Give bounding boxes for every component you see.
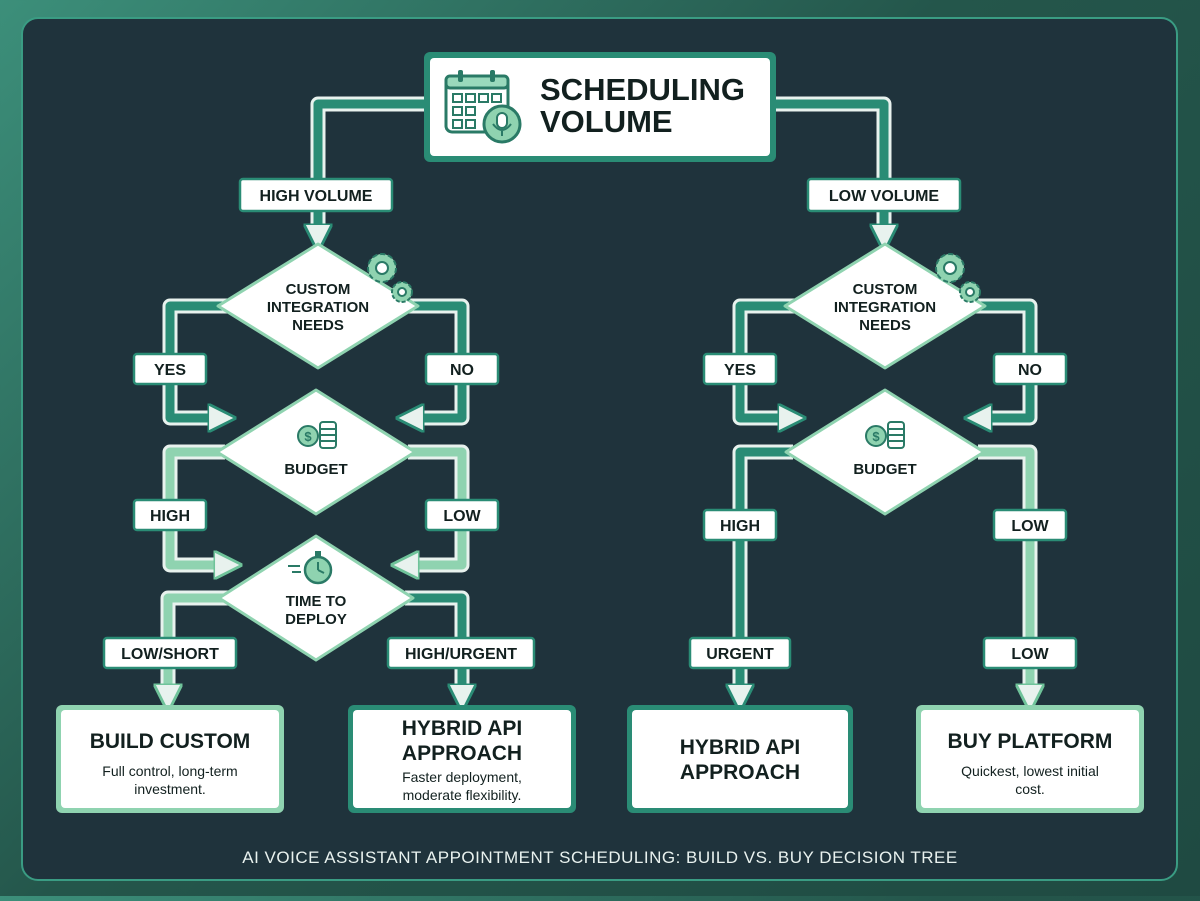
- left-decision-budget: BUDGET $: [215, 388, 417, 516]
- svg-text:URGENT: URGENT: [706, 646, 774, 663]
- svg-text:DEPLOY: DEPLOY: [285, 611, 347, 628]
- root-title-line2: VOLUME: [540, 104, 673, 139]
- right-tag-budget-high: HIGH: [702, 508, 778, 542]
- svg-text:LOW: LOW: [1011, 646, 1049, 663]
- outcome-build-custom: BUILD CUSTOM Full control, long-term inv…: [56, 705, 284, 813]
- right-tag-urgent: URGENT: [688, 636, 792, 670]
- left-tag-high-urgent: HIGH/URGENT: [386, 636, 536, 670]
- svg-text:NO: NO: [1018, 362, 1042, 379]
- svg-text:YES: YES: [154, 362, 186, 379]
- money-coins-icon: $: [297, 421, 337, 449]
- calendar-microphone-icon: [444, 70, 522, 144]
- svg-text:LOW/SHORT: LOW/SHORT: [121, 646, 219, 663]
- branch-tag-high-volume: HIGH VOLUME: [238, 177, 394, 213]
- right-decision-budget: BUDGET $: [784, 388, 986, 516]
- branch-tag-low-volume: LOW VOLUME: [806, 177, 962, 213]
- money-coins-icon: $: [865, 421, 905, 449]
- root-title-line1: SCHEDULING: [540, 72, 745, 107]
- svg-text:Faster deployment,: Faster deployment,: [402, 769, 522, 785]
- footer-caption: AI VOICE ASSISTANT APPOINTMENT SCHEDULIN…: [242, 848, 957, 867]
- svg-text:TIME TO: TIME TO: [286, 593, 347, 610]
- gears-icon: [367, 253, 413, 303]
- outcome-buy-platform: BUY PLATFORM Quickest, lowest initial co…: [916, 705, 1144, 813]
- root-node: SCHEDULING VOLUME: [424, 52, 776, 162]
- svg-text:HYBRID API: HYBRID API: [680, 736, 801, 759]
- left-tag-low-short: LOW/SHORT: [102, 636, 238, 670]
- svg-text:NEEDS: NEEDS: [859, 317, 911, 334]
- stopwatch-icon: [288, 551, 333, 585]
- svg-text:HIGH: HIGH: [150, 508, 190, 525]
- svg-text:HIGH VOLUME: HIGH VOLUME: [260, 188, 373, 205]
- left-decision-custom-integration: CUSTOM INTEGRATION NEEDS: [216, 242, 420, 370]
- svg-text:BUY PLATFORM: BUY PLATFORM: [948, 730, 1113, 753]
- left-tag-no: NO: [424, 352, 500, 386]
- svg-text:CUSTOM: CUSTOM: [286, 281, 351, 298]
- svg-text:NEEDS: NEEDS: [292, 317, 344, 334]
- right-decision-custom-integration: CUSTOM INTEGRATION NEEDS: [783, 242, 987, 370]
- svg-text:LOW VOLUME: LOW VOLUME: [829, 188, 940, 205]
- left-tag-yes: YES: [132, 352, 208, 386]
- svg-text:LOW: LOW: [443, 508, 481, 525]
- gears-icon: [935, 253, 981, 303]
- svg-text:HIGH: HIGH: [720, 518, 760, 535]
- svg-text:HIGH/URGENT: HIGH/URGENT: [405, 646, 517, 663]
- connector-right-budget-low: [978, 444, 1030, 698]
- svg-text:Quickest, lowest initial: Quickest, lowest initial: [961, 763, 1099, 779]
- right-tag-budget-low: LOW: [992, 508, 1068, 542]
- connector-right-budget-high: [740, 444, 793, 698]
- right-tag-low-path: LOW: [982, 636, 1078, 670]
- svg-text:investment.: investment.: [134, 781, 206, 797]
- svg-text:BUDGET: BUDGET: [284, 461, 347, 478]
- right-tag-yes: YES: [702, 352, 778, 386]
- svg-text:APPROACH: APPROACH: [402, 742, 522, 765]
- svg-text:INTEGRATION: INTEGRATION: [267, 299, 369, 316]
- outcome-hybrid-api-right: HYBRID API APPROACH: [627, 705, 853, 813]
- outcome-hybrid-api-left: HYBRID API APPROACH Faster deployment, m…: [348, 705, 576, 813]
- right-tag-no: NO: [992, 352, 1068, 386]
- left-decision-time-to-deploy: TIME TO DEPLOY: [217, 534, 415, 662]
- svg-text:BUDGET: BUDGET: [853, 461, 916, 478]
- svg-text:YES: YES: [724, 362, 756, 379]
- svg-text:BUILD CUSTOM: BUILD CUSTOM: [90, 730, 251, 753]
- svg-text:LOW: LOW: [1011, 518, 1049, 535]
- svg-text:cost.: cost.: [1015, 781, 1045, 797]
- svg-text:INTEGRATION: INTEGRATION: [834, 299, 936, 316]
- left-tag-budget-high: HIGH: [132, 498, 208, 532]
- svg-text:moderate flexibility.: moderate flexibility.: [403, 787, 522, 803]
- svg-text:APPROACH: APPROACH: [680, 761, 800, 784]
- svg-text:$: $: [872, 429, 880, 444]
- svg-text:NO: NO: [450, 362, 474, 379]
- svg-text:$: $: [304, 429, 312, 444]
- left-tag-budget-low: LOW: [424, 498, 500, 532]
- svg-text:CUSTOM: CUSTOM: [853, 281, 918, 298]
- svg-text:HYBRID API: HYBRID API: [402, 717, 523, 740]
- svg-text:Full control, long-term: Full control, long-term: [102, 763, 237, 779]
